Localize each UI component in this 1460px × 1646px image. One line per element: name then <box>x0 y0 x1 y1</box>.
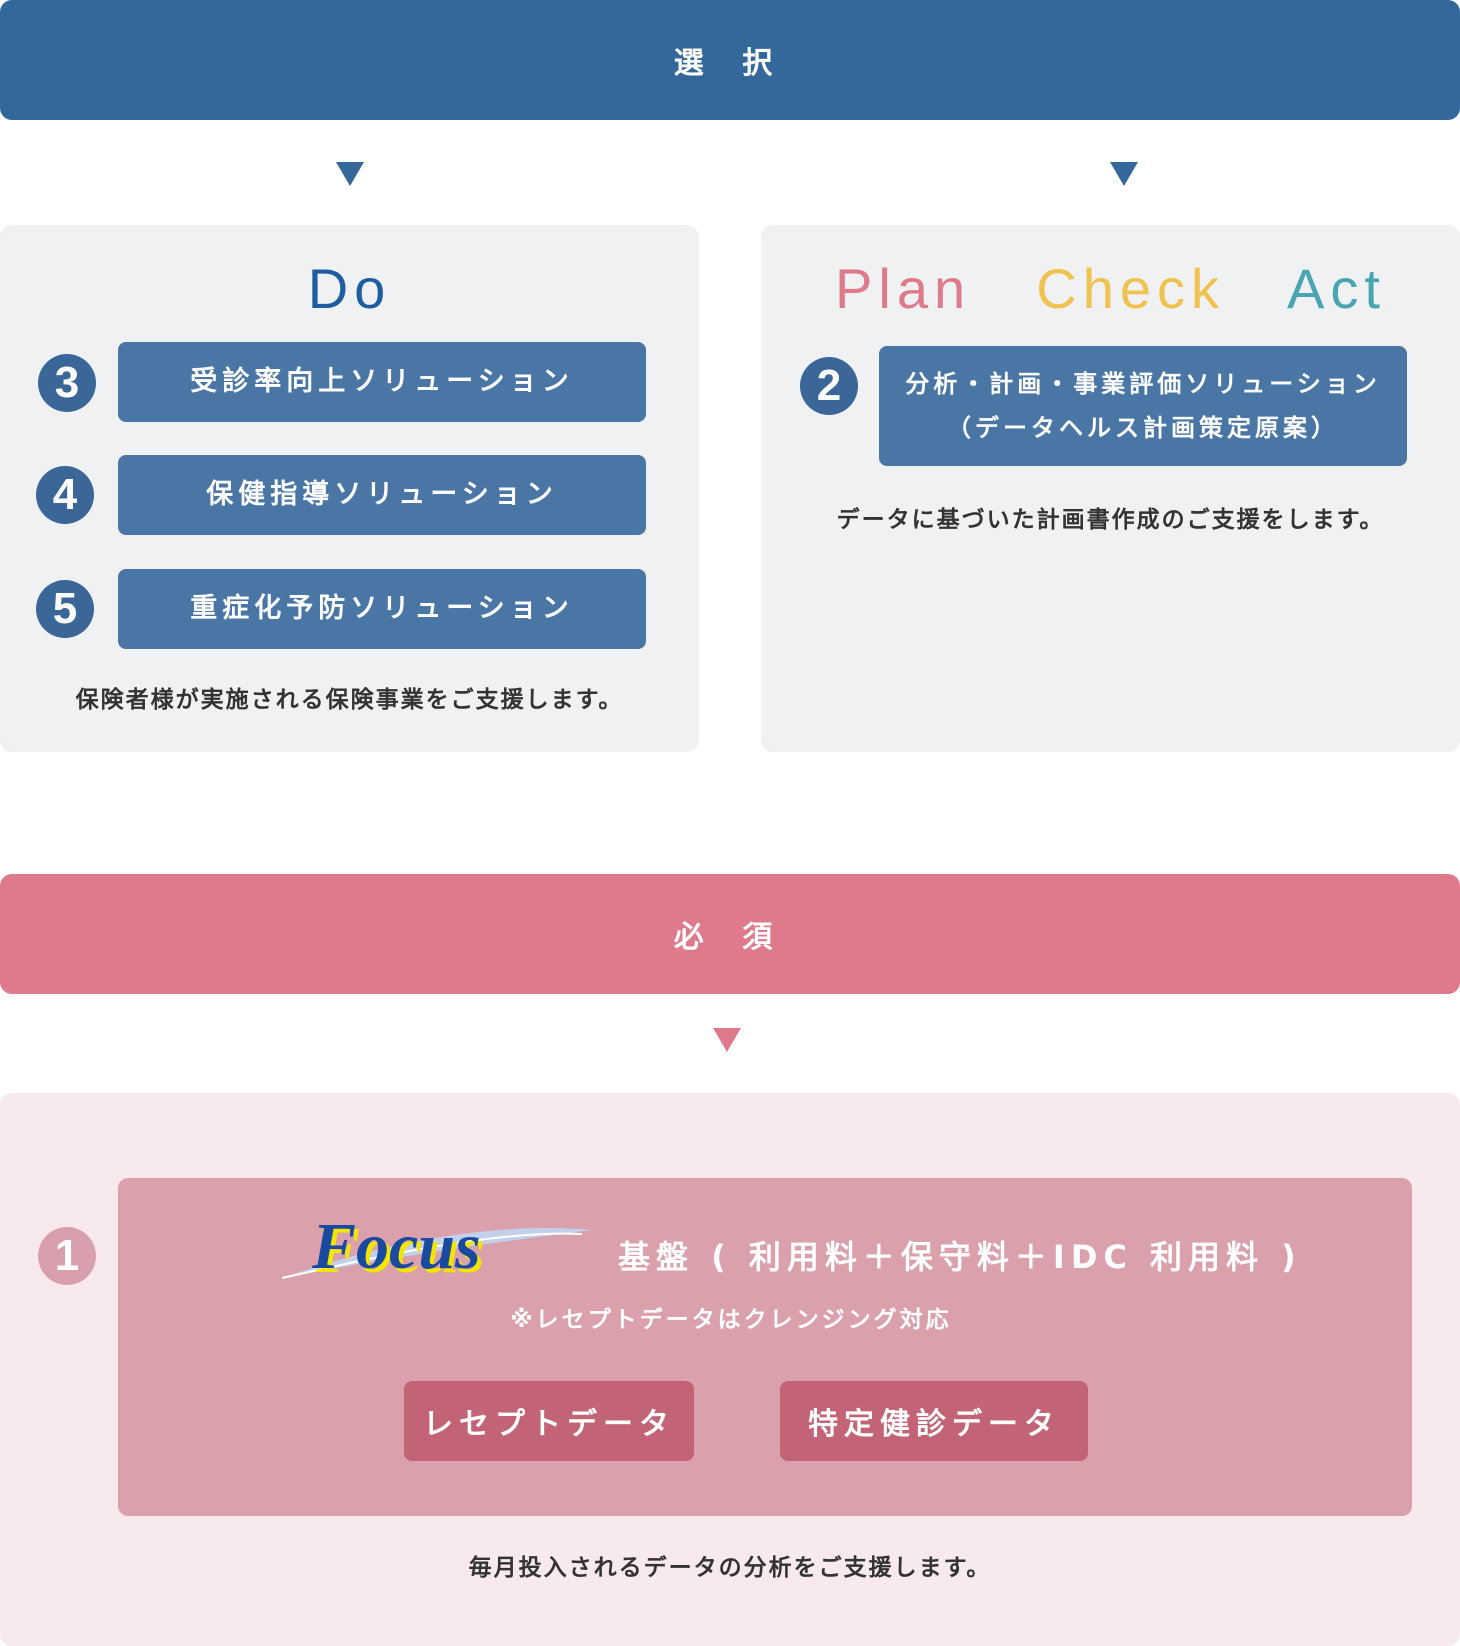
required-banner: 必 須 <box>0 874 1460 994</box>
solution-button-jushoka[interactable]: 重症化予防ソリューション <box>118 569 646 649</box>
number-badge-4: 4 <box>36 466 94 524</box>
health-checkup-data-button[interactable]: 特定健診データ <box>780 1381 1088 1461</box>
receipt-data-button[interactable]: レセプトデータ <box>404 1381 694 1461</box>
focus-caption: 毎月投入されるデータの分析をご支援します。 <box>468 1555 992 1581</box>
select-banner-label: 選 択 <box>673 46 787 81</box>
number-badge-1: 1 <box>38 1227 96 1285</box>
focus-box <box>118 1178 1412 1516</box>
pca-caption: データに基づいた計画書作成のご支援をします。 <box>836 507 1385 533</box>
number-badge-5: 5 <box>36 580 94 638</box>
arrow-down-icon <box>336 162 364 186</box>
do-caption: 保険者様が実施される保険事業をご支援します。 <box>75 687 624 713</box>
plan-heading: Plan <box>835 257 972 320</box>
focus-logo: Focus Focus <box>281 1200 592 1290</box>
solution-button-jushin[interactable]: 受診率向上ソリューション <box>118 342 646 422</box>
focus-title: 基盤 ( 利用料＋保守料＋IDC 利用料 ) <box>618 1238 1302 1276</box>
focus-note: ※レセプトデータはクレンジング対応 <box>510 1307 952 1333</box>
arrow-down-icon <box>713 1028 741 1052</box>
bunseki-line1: 分析・計画・事業評価ソリューション <box>905 370 1381 398</box>
number-badge-2: 2 <box>800 357 858 415</box>
act-heading: Act <box>1287 257 1386 320</box>
pca-panel <box>761 225 1460 752</box>
svg-text:Focus: Focus <box>315 1214 485 1287</box>
solution-button-bunseki[interactable]: 分析・計画・事業評価ソリューション （データヘルス計画策定原案） <box>879 346 1407 466</box>
select-banner: 選 択 <box>0 0 1460 120</box>
svg-text:Focus: Focus <box>311 1210 481 1283</box>
pca-heading: Plan Check Act <box>761 256 1460 321</box>
check-heading: Check <box>1036 257 1225 320</box>
required-banner-label: 必 須 <box>673 920 787 955</box>
bunseki-line2: （データヘルス計画策定原案） <box>947 414 1339 442</box>
do-heading: Do <box>307 257 392 320</box>
arrow-down-icon <box>1110 162 1138 186</box>
solution-button-hoken-shido[interactable]: 保健指導ソリューション <box>118 455 646 535</box>
number-badge-3: 3 <box>38 354 96 412</box>
